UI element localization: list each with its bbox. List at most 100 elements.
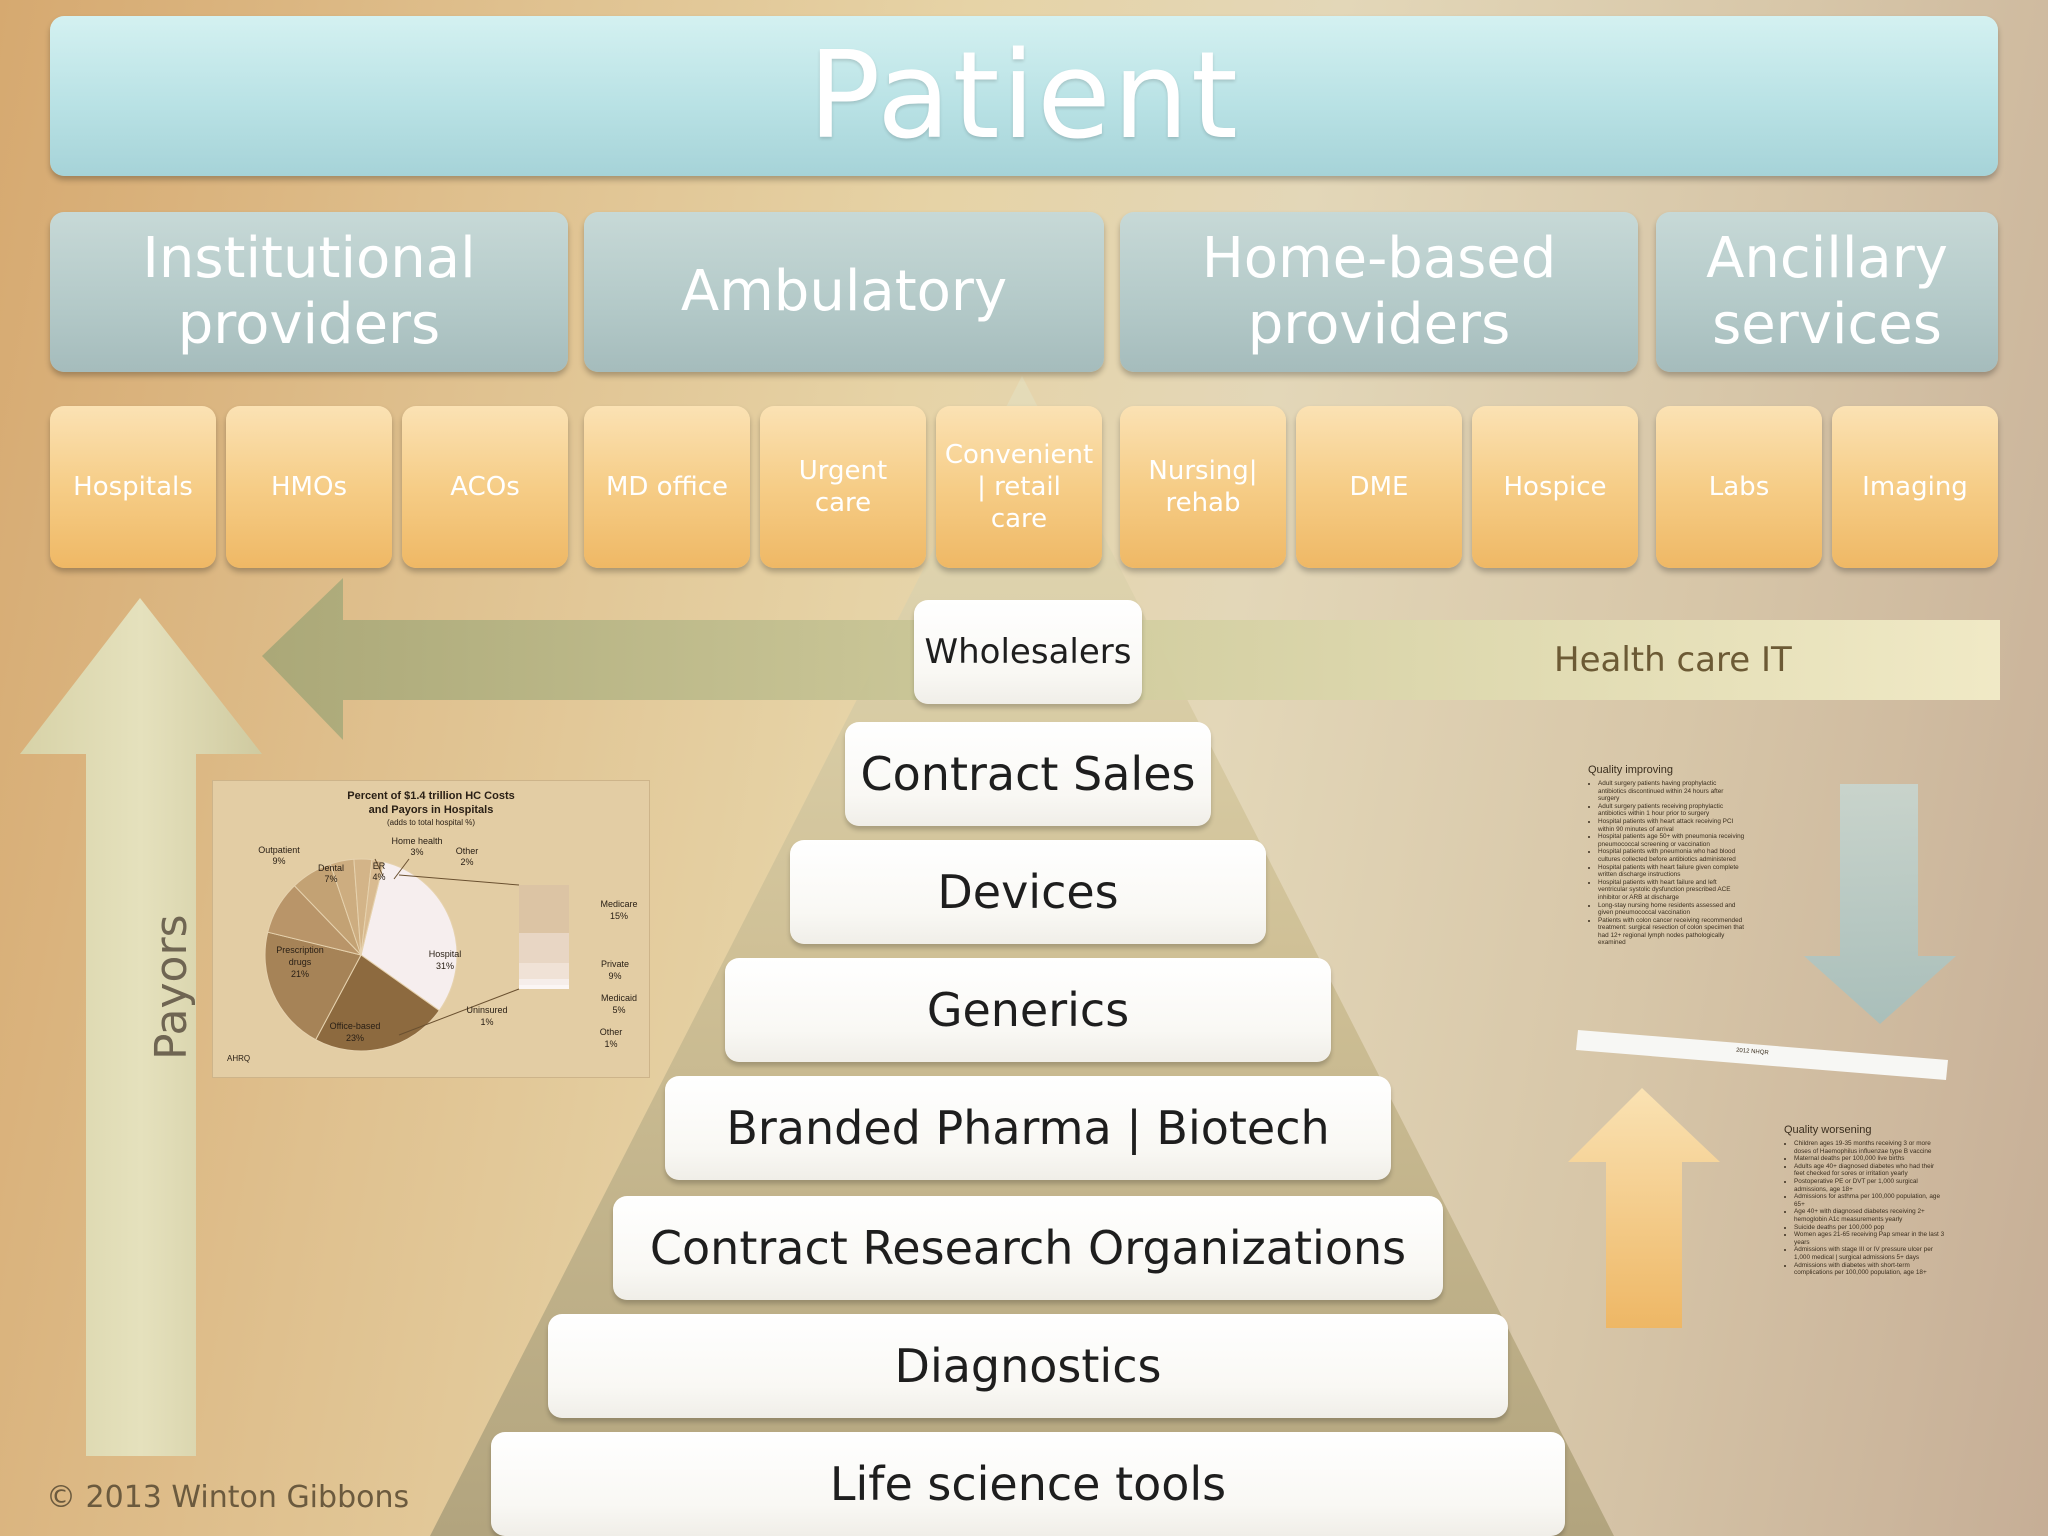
provider-hospice: Hospice: [1472, 406, 1638, 568]
label-outpatient-pct: 9%: [272, 856, 285, 866]
bar-other: [519, 979, 569, 985]
step-label: Generics: [926, 983, 1130, 1037]
down-arrow: [1804, 784, 1956, 1024]
provider-convenient-retail: Convenient | retail care: [936, 406, 1102, 568]
pyramid-diagnostics: Diagnostics: [548, 1314, 1508, 1418]
category-ambulatory: Ambulatory: [584, 212, 1104, 372]
label-other: Other: [456, 846, 479, 856]
pie-title: Percent of $1.4 trillion HC Costs: [347, 790, 514, 802]
payors-label: Payors: [146, 914, 197, 1061]
provider-hmos: HMOs: [226, 406, 392, 568]
label-other2-pct: 1%: [604, 1039, 617, 1049]
step-label: Branded Pharma | Biotech: [726, 1101, 1330, 1155]
label-medicaid: Medicaid: [601, 993, 637, 1003]
pie-chart-panel: Percent of $1.4 trillion HC Costs and Pa…: [212, 780, 650, 1078]
label-prescription: Prescription: [276, 945, 324, 955]
label-prescription2: drugs: [289, 957, 312, 967]
provider-labs: Labs: [1656, 406, 1822, 568]
connector-top: [398, 874, 520, 886]
pyramid-life-science-tools: Life science tools: [491, 1432, 1565, 1536]
pie-title2: and Payors in Hospitals: [369, 804, 494, 816]
bar-private: [519, 933, 569, 963]
label-medicare: Medicare: [600, 899, 637, 909]
label-homehealth: Home health: [391, 836, 442, 846]
quality-improving-item: Hospital patients with heart attack rece…: [1598, 818, 1746, 833]
source-strip: [1576, 1030, 1948, 1080]
quality-improving-item: Patients with colon cancer receiving rec…: [1598, 917, 1746, 947]
up-arrow-shape: [1568, 1088, 1720, 1328]
label-hospital: Hospital: [429, 949, 462, 959]
connector-bottom: [398, 988, 520, 1036]
quality-improving-title: Quality improving: [1588, 764, 1673, 776]
label-homehealth-pct: 3%: [410, 847, 423, 857]
provider-urgent-care: Urgent care: [760, 406, 926, 568]
patient-title: Patient: [808, 26, 1240, 166]
quality-worsening-item: Postoperative PE or DVT per 1,000 surgic…: [1794, 1178, 1946, 1193]
pyramid-devices: Devices: [790, 840, 1266, 944]
provider-dme: DME: [1296, 406, 1462, 568]
label-er: ER: [373, 861, 386, 871]
provider-label: Nursing| rehab: [1148, 456, 1258, 518]
provider-label: Convenient | retail care: [944, 440, 1094, 534]
label-other-pct: 2%: [460, 857, 473, 867]
step-label: Wholesalers: [924, 632, 1132, 672]
provider-md-office: MD office: [584, 406, 750, 568]
pie-chart: Percent of $1.4 trillion HC Costs and Pa…: [227, 790, 638, 1063]
step-label: Devices: [937, 865, 1119, 919]
label-office-pct: 23%: [346, 1033, 364, 1043]
provider-imaging: Imaging: [1832, 406, 1998, 568]
leader-other: [393, 858, 410, 880]
bar-medicaid: [519, 963, 569, 979]
category-home-based: Home-based providers: [1120, 212, 1638, 372]
quality-worsening-item: Women ages 21-65 receiving Pap smear in …: [1794, 1231, 1946, 1246]
label-uninsured: Uninsured: [466, 1005, 507, 1015]
category-label: Home-based providers: [1201, 226, 1557, 357]
label-prescription-pct: 21%: [291, 969, 309, 979]
quality-worsening-item: Suicide deaths per 100,000 pop: [1794, 1224, 1946, 1232]
category-label: Ambulatory: [680, 259, 1008, 324]
quality-improving-panel: Quality improving Adult surgery patients…: [1588, 764, 1746, 947]
provider-nursing-rehab: Nursing| rehab: [1120, 406, 1286, 568]
patient-header: Patient: [50, 16, 1998, 176]
label-other2: Other: [600, 1027, 623, 1037]
provider-label: Hospice: [1503, 472, 1607, 502]
label-medicare-pct: 15%: [610, 911, 628, 921]
quality-worsening-panel: Quality worsening Children ages 19-35 mo…: [1784, 1124, 1946, 1277]
pie-slice-office-based: [315, 954, 440, 1052]
step-label: Life science tools: [829, 1457, 1227, 1511]
label-medicaid-pct: 5%: [612, 1005, 625, 1015]
quality-improving-item: Hospital patients with pneumonia who had…: [1598, 848, 1746, 863]
quality-worsening-item: Admissions with diabetes with short-term…: [1794, 1262, 1946, 1277]
pyramid-contract-sales: Contract Sales: [845, 722, 1211, 826]
label-dental: Dental: [318, 863, 344, 873]
pyramid-cro: Contract Research Organizations: [613, 1196, 1443, 1300]
step-label: Contract Sales: [860, 747, 1196, 801]
category-institutional: Institutional providers: [50, 212, 568, 372]
label-hospital-pct: 31%: [436, 961, 454, 971]
quality-improving-item: Hospital patients with heart failure and…: [1598, 879, 1746, 902]
pie-slice-prescription-drugs: [264, 931, 362, 1041]
payor-bars: [519, 885, 569, 989]
pyramid-branded-pharma: Branded Pharma | Biotech: [665, 1076, 1391, 1180]
pie-slice-other: [360, 859, 385, 956]
label-uninsured-pct: 1%: [480, 1017, 493, 1027]
quality-worsening-item: Age 40+ with diagnosed diabetes receivin…: [1794, 1208, 1946, 1223]
label-office: Office-based: [330, 1021, 381, 1031]
pie-subtitle: (adds to total hospital %): [387, 818, 475, 827]
provider-acos: ACOs: [402, 406, 568, 568]
quality-improving-item: Hospital patients with heart failure giv…: [1598, 864, 1746, 879]
label-outpatient: Outpatient: [258, 845, 300, 855]
pie-slices: [264, 858, 458, 1052]
leader-homehealth: [374, 858, 384, 877]
category-ancillary: Ancillary services: [1656, 212, 1998, 372]
quality-worsening-title: Quality worsening: [1784, 1124, 1872, 1136]
quality-worsening-list: Children ages 19-35 months receiving 3 o…: [1784, 1140, 1946, 1277]
quality-worsening-item: Maternal deaths per 100,000 live births: [1794, 1155, 1946, 1163]
label-dental-pct: 7%: [324, 874, 337, 884]
step-label: Diagnostics: [894, 1339, 1162, 1393]
quality-improving-item: Hospital patients age 50+ with pneumonia…: [1598, 833, 1746, 848]
quality-worsening-item: Admissions for asthma per 100,000 popula…: [1794, 1193, 1946, 1208]
provider-label: ACOs: [450, 472, 520, 502]
quality-worsening-item: Children ages 19-35 months receiving 3 o…: [1794, 1140, 1946, 1155]
quality-improving-item: Adult surgery patients receiving prophyl…: [1598, 803, 1746, 818]
